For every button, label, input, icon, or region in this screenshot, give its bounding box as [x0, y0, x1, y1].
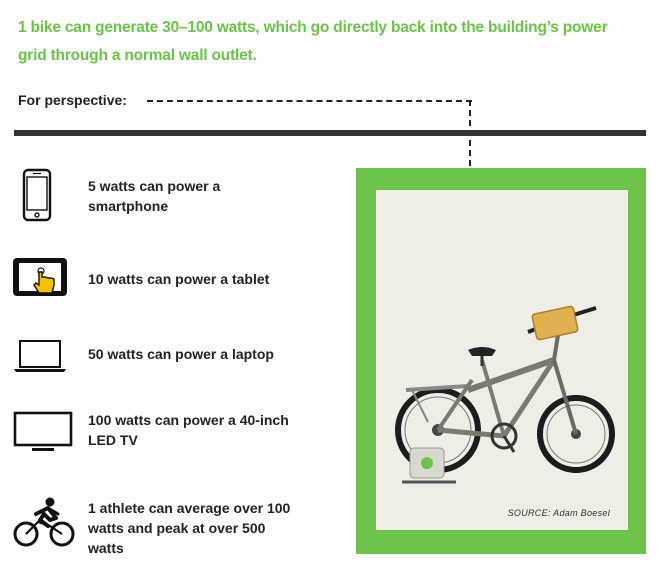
item-text: 10 watts can power a tablet [88, 271, 270, 287]
item-text: 5 watts can power a smartphone [88, 178, 221, 214]
item-text: 100 watts can power a 40-inch LED TV [88, 412, 289, 448]
bike-photo: SOURCE: Adam Boesel [376, 190, 628, 530]
laptop-icon [14, 340, 66, 372]
tv-icon [13, 411, 73, 451]
headline: 1 bike can generate 30–100 watts, which … [18, 14, 648, 70]
cyclist-icon [13, 497, 75, 547]
perspective-label: For perspective: [18, 92, 127, 108]
photo-frame: SOURCE: Adam Boesel [356, 168, 646, 554]
item-text: 50 watts can power a laptop [88, 346, 274, 362]
headline-line-1: 1 bike can generate 30–100 watts, which … [18, 19, 608, 36]
dashed-connector-horizontal [147, 100, 472, 102]
source-credit: SOURCE: Adam Boesel [507, 508, 610, 518]
item-text: 1 athlete can average over 100 watts and… [88, 500, 291, 556]
folding-bike-image [395, 305, 615, 484]
tablet-icon [13, 258, 67, 296]
smartphone-icon [22, 168, 52, 222]
headline-line-2: grid through a normal wall outlet. [18, 47, 257, 64]
divider-rule [14, 130, 646, 136]
